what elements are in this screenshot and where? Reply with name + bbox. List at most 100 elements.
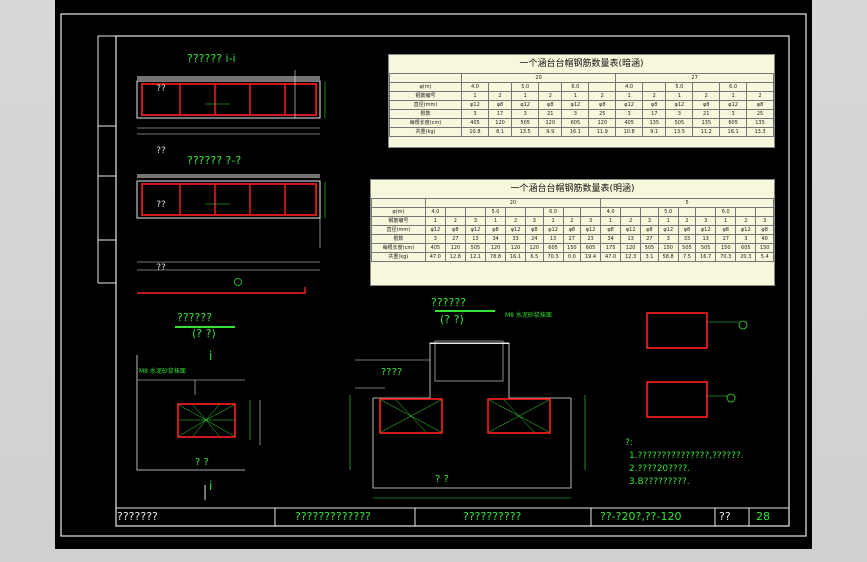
table-cell: 12.8	[444, 252, 466, 262]
table-cell: 150	[562, 243, 582, 253]
table-cell: 16.7	[695, 252, 717, 262]
table-cell	[562, 207, 582, 217]
table-cell: 13	[695, 234, 717, 244]
table-cell: 25	[746, 109, 774, 119]
table-cell: 13	[542, 234, 564, 244]
table-cell: 120	[444, 243, 466, 253]
table-cell: 40	[755, 234, 774, 244]
table-cell: 16.1	[719, 127, 748, 137]
title-block-sheet-label: ??	[719, 510, 731, 523]
table-cell	[755, 207, 774, 217]
table-cell	[640, 207, 659, 217]
table-cell: 34	[600, 234, 622, 244]
table-cell: φ12	[464, 225, 486, 235]
table-cell	[444, 207, 466, 217]
table-row-label: 直径(mm)	[389, 100, 463, 110]
table-cell: φ12	[620, 225, 642, 235]
table-cell: 175	[600, 243, 622, 253]
beam-elevation-1	[136, 70, 326, 135]
section-subtitle-3: (? ?)	[192, 327, 216, 340]
drawing-linework	[60, 13, 807, 537]
table-cell: 150	[755, 243, 774, 253]
table-group-header: 20	[424, 198, 602, 208]
table-cell: 23	[580, 234, 602, 244]
title-block-project: ?????????????	[295, 510, 371, 523]
table-cell: 11.9	[588, 127, 617, 137]
table-cell: φ12	[657, 225, 679, 235]
beam-elevation-2	[136, 174, 326, 271]
table-row-label: φ(m)	[389, 82, 463, 92]
table-group-header: 27	[615, 73, 774, 83]
table-row-label: 每根长度(cm)	[371, 243, 426, 253]
drawing-canvas[interactable]: ?? ?? ?? ?? ?????? i-i ?????? ?-? ??????…	[55, 0, 812, 549]
table-cell: 1	[715, 216, 737, 226]
table-cell: 120	[505, 243, 527, 253]
table-cell: φ8	[487, 100, 513, 110]
table-row-label: φ(m)	[371, 207, 426, 217]
table-cell: φ8	[444, 225, 466, 235]
table2-title: 一个涵台台帽钢筋数量表(明涵)	[510, 184, 635, 194]
table-cell: 605	[580, 243, 602, 253]
table-cell: 3	[755, 216, 774, 226]
table-cell: 4.0	[461, 82, 489, 92]
table-cell: 33	[505, 234, 527, 244]
table-cell: 1	[600, 216, 622, 226]
table-cell: 4.0	[600, 207, 622, 217]
table-cell: φ12	[719, 100, 748, 110]
table-cell: φ12	[561, 100, 590, 110]
table-cell: 6.0	[719, 82, 748, 92]
notes-line-2: 2.????20????.	[629, 464, 691, 474]
table-cell: 11.2	[692, 127, 721, 137]
table-cell: φ12	[580, 225, 602, 235]
table-cell: 1	[511, 91, 540, 101]
table-cell: 5.0	[665, 82, 694, 92]
table-cell: 3	[580, 216, 602, 226]
table-cell: 27	[640, 234, 659, 244]
table-cell: 1	[615, 91, 644, 101]
table-cell: 70.3	[715, 252, 737, 262]
table-cell: 5.0	[657, 207, 679, 217]
table-cell: φ12	[542, 225, 564, 235]
table-cell: 3	[615, 109, 644, 119]
table-row-label: 根数	[389, 109, 463, 119]
section-title-4: ??????	[431, 296, 467, 309]
annotation-mortar-right: M8 水泥砂浆抹面	[505, 312, 552, 319]
table-row-label: 共重(kg)	[371, 252, 426, 262]
table-cell: 12.1	[464, 252, 486, 262]
side-label-1: ??	[156, 84, 166, 94]
table-cell: 5.0	[511, 82, 540, 92]
table-cell: φ8	[562, 225, 582, 235]
table-cell: 2	[538, 91, 563, 101]
table-cell: 135	[746, 118, 774, 128]
table-cell: 505	[511, 118, 540, 128]
title-block-drawing: ??????????	[463, 510, 522, 523]
table-cell: 605	[561, 118, 590, 128]
table-row-label: 每根长度(cm)	[389, 118, 463, 128]
table-cell: 405	[615, 118, 644, 128]
table-cell: 16.1	[505, 252, 527, 262]
table-cell: 1	[484, 216, 507, 226]
table-cell: 505	[665, 118, 694, 128]
table-cell: 1	[657, 216, 679, 226]
table-cell: 3	[719, 109, 748, 119]
table-cell: 17	[487, 109, 513, 119]
table-cell: 2	[677, 216, 697, 226]
table-cell: 13.3	[746, 127, 774, 137]
table-cell: 9.9	[538, 127, 563, 137]
table-cell: 6.0	[542, 207, 564, 217]
title-block-sheet-number: 28	[756, 510, 770, 523]
table-row-label: 钢筋编号	[389, 91, 463, 101]
table-cell: φ8	[538, 100, 563, 110]
table-cell	[735, 207, 757, 217]
table-cell	[580, 207, 602, 217]
table-cell: 13.5	[665, 127, 694, 137]
cross-section-left	[136, 326, 261, 500]
table-cell: 3	[695, 216, 717, 226]
